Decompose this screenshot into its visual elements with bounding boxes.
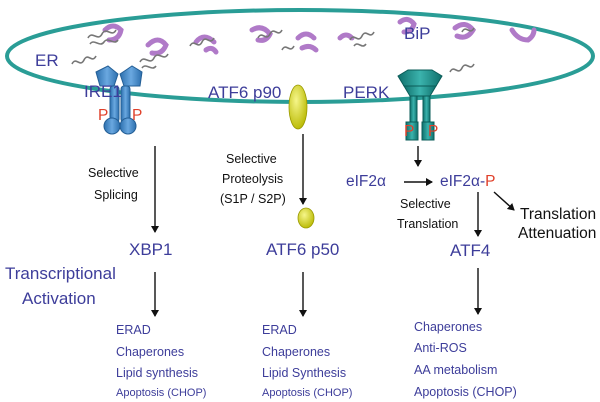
perk-label: PERK [343,83,390,102]
attenuation-line2: Attenuation [518,225,597,242]
atf6-process-line2: Proteolysis [222,172,284,186]
transcriptional-line1: Transcriptional [5,264,116,283]
atf6-target-3: Lipid Synthesis [262,366,347,380]
eif2a-phospho-label: eIF2α-P [440,173,496,190]
ire1-target-2: Chaperones [116,345,185,359]
atf6-p50-icon [297,207,315,229]
perk-target-4: Apoptosis (CHOP) [414,385,517,399]
ire1-process-line1: Selective [88,166,139,180]
perk-target-1: Chaperones [414,320,483,334]
ire1-phospho-left: P [98,107,109,124]
atf6-target-4: Apoptosis (CHOP) [262,387,353,399]
atf6-target-1: ERAD [262,323,297,337]
perk-process-line2: Translation [397,217,459,231]
ire1-target-1: ERAD [116,323,151,337]
ire1-target-3: Lipid synthesis [116,366,198,380]
atf4-label: ATF4 [450,241,491,260]
atf6-p90-icon [288,84,308,130]
perk-phospho-right: P [428,123,439,140]
perk-process-line1: Selective [400,197,451,211]
ire1-phospho-right: P [132,107,143,124]
atf6-process-line3: (S1P / S2P) [220,192,286,206]
transcriptional-line2: Activation [22,289,96,308]
ire1-process-line2: Splicing [94,188,138,202]
perk-target-3: AA metabolism [414,363,498,377]
ire1-label: IRE1 [84,82,122,101]
atf6-target-2: Chaperones [262,345,331,359]
bip-proteins [102,16,537,56]
atf6-process-line1: Selective [226,152,277,166]
perk-phospho-left: P [404,123,415,140]
er-label: ER [35,51,59,70]
xbp1-label: XBP1 [129,240,173,259]
bip-label: BiP [404,24,431,43]
perk-target-2: Anti-ROS [414,341,467,355]
arrow-phospho-to-attenuation [493,191,515,211]
attenuation-line1: Translation [520,206,597,223]
unfolded-proteins [71,27,475,73]
eif2a-label: eIF2α [346,173,386,190]
ire1-target-4: Apoptosis (CHOP) [116,387,207,399]
perk-receptor-icon [397,69,443,141]
atf6-p90-label: ATF6 p90 [208,83,282,102]
atf6-p50-label: ATF6 p50 [266,240,340,259]
ire1-receptor-icon [95,65,143,135]
